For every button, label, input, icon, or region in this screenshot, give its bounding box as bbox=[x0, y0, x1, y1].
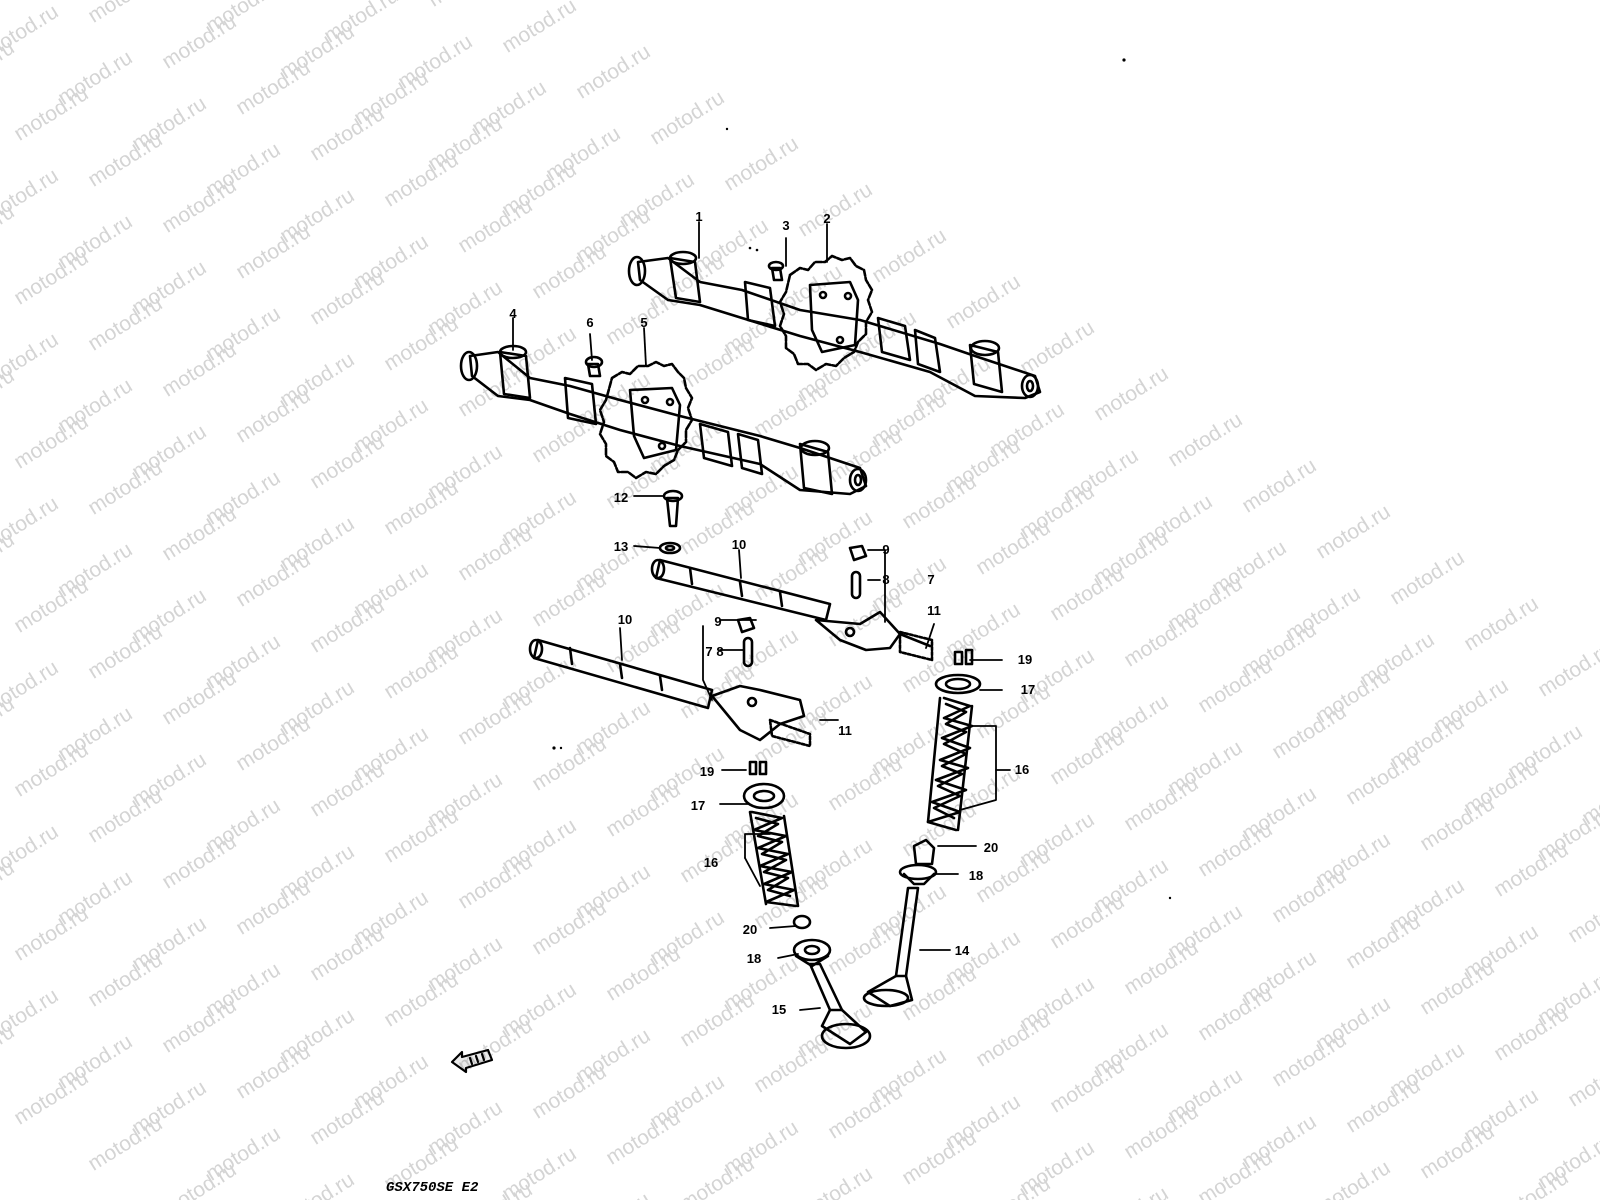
rocker-arm-lower bbox=[710, 684, 812, 748]
sprocket-bolt-3 bbox=[767, 260, 785, 282]
rocker-shaft-lower bbox=[528, 638, 714, 710]
callout-part-12: 12 bbox=[613, 490, 629, 505]
retainer-17-right bbox=[934, 673, 982, 695]
sprocket-bolt-6 bbox=[584, 355, 604, 378]
washer-13 bbox=[658, 541, 682, 555]
callout-part-6: 6 bbox=[586, 315, 594, 330]
callout-part-20-left: 20 bbox=[742, 922, 758, 937]
camshaft-lower bbox=[459, 344, 868, 496]
rocker-shaft-screw-12 bbox=[662, 489, 684, 528]
callout-part-11-lower: 11 bbox=[838, 723, 852, 738]
valve-seal-20-right bbox=[912, 838, 936, 866]
rocker-arm-upper bbox=[814, 610, 934, 662]
callout-part-19-left: 19 bbox=[699, 764, 715, 779]
leader-lines bbox=[512, 221, 1011, 1011]
callout-part-17-left: 17 bbox=[690, 798, 706, 813]
callout-part-2: 2 bbox=[823, 211, 831, 226]
callout-part-5: 5 bbox=[640, 315, 648, 330]
callout-part-4: 4 bbox=[509, 306, 517, 321]
callout-part-7-upper: 7 bbox=[927, 572, 935, 587]
valve-14 bbox=[862, 886, 920, 1008]
callout-part-8-lower: 8 bbox=[716, 644, 724, 659]
callout-part-18-left: 18 bbox=[746, 951, 762, 966]
callout-part-13: 13 bbox=[613, 539, 629, 554]
callout-part-10-upper: 10 bbox=[731, 537, 747, 552]
callout-part-15: 15 bbox=[771, 1002, 787, 1017]
callout-part-1: 1 bbox=[695, 209, 703, 224]
callout-part-8-upper: 8 bbox=[882, 572, 890, 587]
callout-part-10-lower: 10 bbox=[617, 612, 633, 627]
retainer-17-left bbox=[742, 782, 786, 810]
callout-part-20-right: 20 bbox=[983, 840, 999, 855]
pin-8-upper bbox=[850, 570, 862, 600]
valve-15 bbox=[808, 962, 872, 1050]
pin-8-lower bbox=[742, 636, 754, 668]
spring-seat-18-right bbox=[898, 863, 938, 886]
callout-part-9-lower: 9 bbox=[714, 614, 722, 629]
valve-spring-16-right bbox=[926, 696, 974, 832]
callout-part-16-left: 16 bbox=[703, 855, 719, 870]
callout-part-11-upper: 11 bbox=[927, 603, 941, 618]
callout-part-18-right: 18 bbox=[968, 868, 984, 883]
front-arrow-icon bbox=[450, 1048, 494, 1074]
model-code-label: GSX750SE E2 bbox=[386, 1180, 479, 1196]
callout-part-17-right: 17 bbox=[1020, 682, 1036, 697]
callout-part-16-right: 16 bbox=[1014, 762, 1030, 777]
callout-part-19-right: 19 bbox=[1017, 652, 1033, 667]
scan-dots bbox=[552, 58, 1172, 900]
camshaft-upper bbox=[627, 250, 1042, 400]
spring-seat-18-left bbox=[792, 938, 832, 968]
valve-seal-20-left bbox=[792, 914, 812, 930]
cotter-19-right bbox=[953, 648, 974, 666]
callout-part-9-upper: 9 bbox=[882, 542, 890, 557]
callout-part-14: 14 bbox=[954, 943, 970, 958]
nut-9-lower bbox=[736, 616, 756, 634]
callout-part-3: 3 bbox=[782, 218, 790, 233]
cam-sprocket-lower bbox=[598, 360, 694, 480]
cotter-19-left bbox=[748, 760, 768, 776]
valve-spring-16-left bbox=[748, 810, 800, 908]
nut-9-upper bbox=[848, 544, 868, 562]
cam-sprocket-upper bbox=[778, 254, 874, 372]
callout-part-7-lower: 7 bbox=[705, 644, 713, 659]
